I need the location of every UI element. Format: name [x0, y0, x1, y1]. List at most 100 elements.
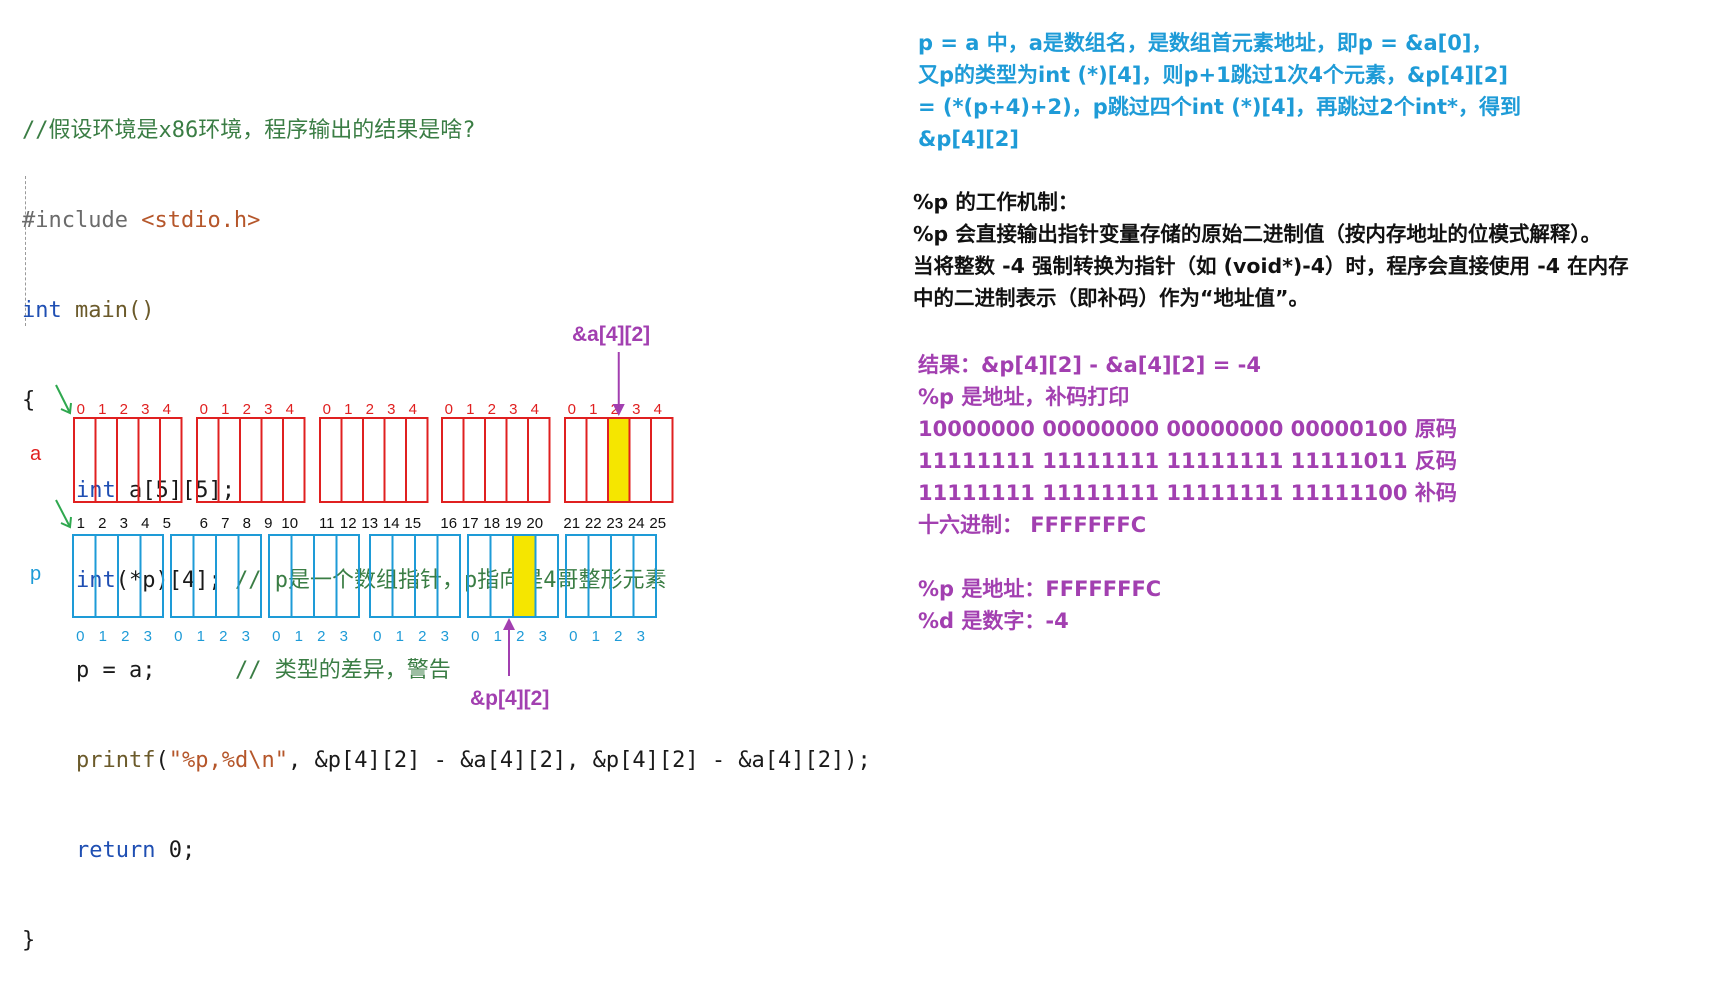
note-line: 又p的类型为int (*)[4]，则p+1跳过1次4个元素，&p[4][2] [918, 63, 1508, 87]
code-text: , &p[4][2] - &a[4][2], &p[4][2] - &a[4][… [287, 748, 871, 773]
pointer-p-index: 3 [637, 628, 645, 645]
array-a-cell [217, 417, 241, 503]
array-a-cell [73, 417, 97, 503]
code-line-10: } [22, 926, 871, 956]
linear-number: 25 [649, 515, 666, 532]
pointer-a-label: &a[4][2] [572, 323, 650, 346]
array-a-cell [628, 417, 652, 503]
pointer-p-cell [192, 534, 217, 618]
note-line: %p 的工作机制： [913, 190, 1079, 214]
array-a-label: a [30, 443, 42, 465]
array-a-index: 3 [264, 401, 272, 418]
pointer-p-index: 0 [272, 628, 280, 645]
code-string: "%p,%d [168, 748, 249, 773]
pointer-p-cell [587, 534, 612, 618]
array-a-index: 2 [611, 401, 619, 418]
array-a-index: 3 [141, 401, 149, 418]
linear-number: 23 [606, 515, 623, 532]
note-line: 十六进制： FFFFFFFC [918, 513, 1147, 537]
array-a-cell [319, 417, 343, 503]
note-line: 中的二进制表示（即补码）作为“地址值”。 [913, 286, 1309, 310]
start-arrow-icon [55, 384, 71, 414]
array-a-cell [383, 417, 407, 503]
linear-number: 4 [141, 515, 149, 532]
pointer-p-arrowhead-icon [503, 618, 515, 630]
array-a-cell [137, 417, 161, 503]
code-text: 0; [155, 838, 196, 863]
code-comment: //假设环境是x86环境，程序输出的结果是啥? [22, 118, 476, 143]
pointer-p-cell [414, 534, 439, 618]
pointer-p-index: 3 [441, 628, 449, 645]
array-a-index: 4 [409, 401, 417, 418]
code-line-8: printf("%p,%d\n", &p[4][2] - &a[4][2], &… [22, 746, 871, 776]
array-a-cell [585, 417, 609, 503]
linear-number: 16 [440, 515, 457, 532]
array-a-cell [94, 417, 118, 503]
array-a-index: 1 [466, 401, 474, 418]
note-line: p = a 中，a是数组名，是数组首元素地址，即p = &a[0]， [918, 31, 1493, 55]
code-text: ( [155, 748, 169, 773]
code-comment: // p是一个数组指针，p指向是4哥整形元素 [234, 568, 667, 593]
linear-number: 20 [526, 515, 543, 532]
pointer-p-index: 0 [569, 628, 577, 645]
pointer-p-index: 3 [242, 628, 250, 645]
pointer-p-cell [489, 534, 514, 618]
array-a-index: 4 [163, 401, 171, 418]
code-line-4: { [22, 386, 871, 416]
code-string: " [274, 748, 288, 773]
array-a-index: 4 [286, 401, 294, 418]
explanation-purple: 结果：&p[4][2] - &a[4][2] = -4 %p 是地址，补码打印 … [918, 349, 1457, 637]
array-a-cell [196, 417, 220, 503]
pointer-p-index: 1 [99, 628, 107, 645]
pointer-p-cell [72, 534, 97, 618]
note-line: %d 是数字：-4 [918, 609, 1069, 633]
linear-number: 9 [264, 515, 272, 532]
linear-number: 3 [120, 515, 128, 532]
pointer-p-cell [170, 534, 195, 618]
pointer-p-index: 0 [471, 628, 479, 645]
linear-number: 8 [243, 515, 251, 532]
note-line: %p 是地址：FFFFFFFC [918, 577, 1162, 601]
array-a-index: 0 [77, 401, 85, 418]
array-a-index: 3 [387, 401, 395, 418]
code-include: #include [22, 208, 142, 233]
pointer-p-index: 0 [174, 628, 182, 645]
code-line-1: //假设环境是x86环境，程序输出的结果是啥? [22, 116, 871, 146]
array-a-cell [484, 417, 508, 503]
pointer-p-index: 2 [614, 628, 622, 645]
linear-number: 17 [462, 515, 479, 532]
linear-number: 2 [98, 515, 106, 532]
array-a-cell [527, 417, 551, 503]
code-text: p = a; [76, 658, 235, 683]
note-line: = (*(p+4)+2)，p跳过四个int (*)[4]，再跳过2个int*，得… [918, 95, 1522, 119]
pointer-p-cell [94, 534, 119, 618]
start-arrow-head-icon [60, 516, 72, 529]
pointer-p-cell [268, 534, 293, 618]
pointer-p-index: 1 [197, 628, 205, 645]
array-a-index: 2 [488, 401, 496, 418]
pointer-p-cell [117, 534, 142, 618]
linear-number: 6 [200, 515, 208, 532]
code-line-7: p = a; // 类型的差异，警告 [22, 656, 871, 686]
note-line: 结果：&p[4][2] - &a[4][2] = -4 [918, 353, 1261, 377]
pointer-p-index: 2 [418, 628, 426, 645]
array-a-cell [362, 417, 386, 503]
code-escape: \n [248, 748, 275, 773]
pointer-p-index: 2 [516, 628, 524, 645]
code-line-2: #include <stdio.h> [22, 206, 871, 236]
pointer-p-index: 1 [396, 628, 404, 645]
note-line: &p[4][2] [918, 127, 1019, 151]
array-a-cell [564, 417, 588, 503]
pointer-p-cell [534, 534, 559, 618]
pointer-p-index: 0 [373, 628, 381, 645]
code-keyword: int [22, 298, 62, 323]
array-a-cell [116, 417, 140, 503]
linear-number: 18 [483, 515, 500, 532]
pointer-p-index: 2 [317, 628, 325, 645]
array-a-cell [260, 417, 284, 503]
linear-number: 19 [505, 515, 522, 532]
array-a-cell [505, 417, 529, 503]
pointer-p-cell [391, 534, 416, 618]
array-a-index: 0 [445, 401, 453, 418]
code-keyword: return [76, 838, 156, 863]
